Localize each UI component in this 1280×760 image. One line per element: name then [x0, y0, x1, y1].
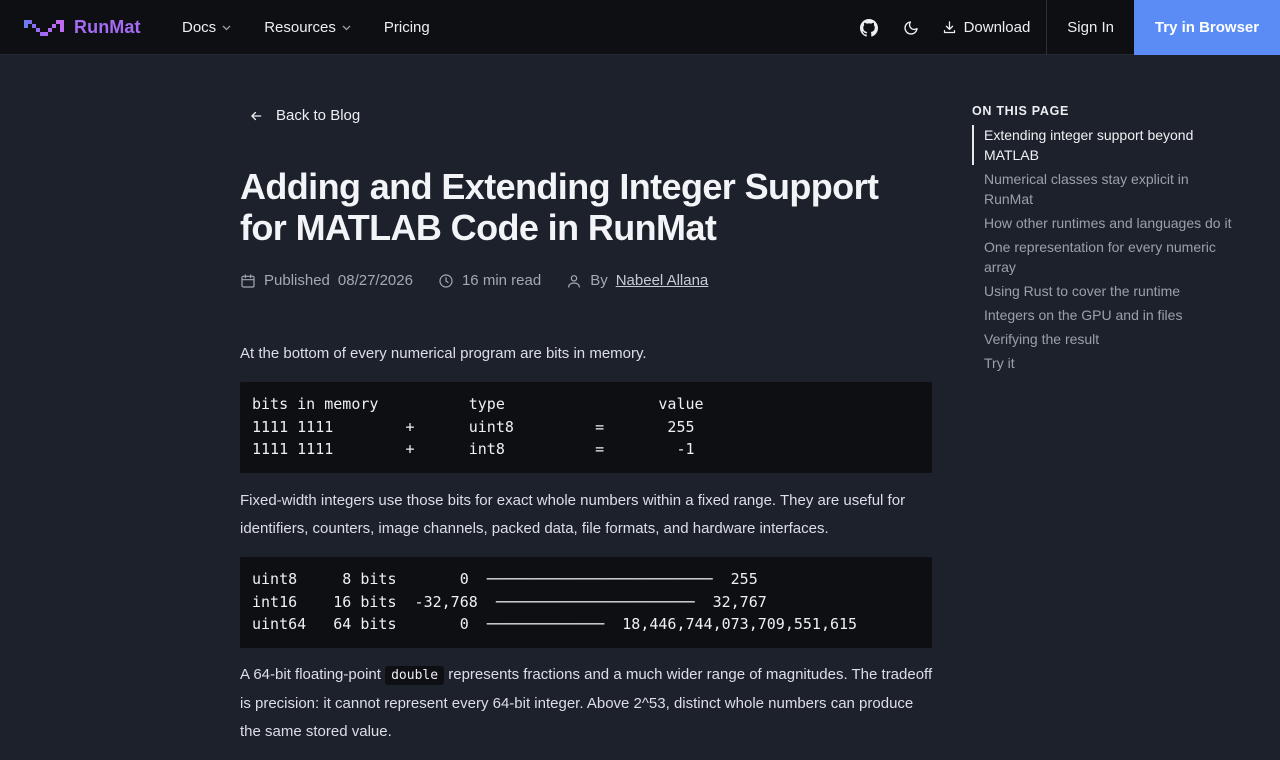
toc-item-integers-gpu-files[interactable]: Integers on the GPU and in files	[984, 307, 1183, 323]
article-title: Adding and Extending Integer Support for…	[240, 166, 879, 248]
double-paragraph-text-end: represents fractions and a much wider ra…	[240, 666, 933, 740]
author-link[interactable]: Nabeel Allana	[615, 272, 709, 289]
read-time: 16 min read	[461, 272, 542, 289]
double-paragraph-text-start: A 64-bit floating-point	[240, 666, 386, 683]
nav-pricing-label: Pricing	[383, 19, 430, 36]
header-actions: Download Sign In Try in Browser	[848, 0, 1280, 55]
double-paragraph: A 64-bit floating-point double represent…	[240, 661, 934, 746]
toc-item-other-runtimes[interactable]: How other runtimes and languages do it	[984, 215, 1232, 231]
download-button[interactable]: Download	[932, 0, 1047, 55]
github-icon	[859, 18, 878, 37]
github-button[interactable]	[848, 0, 890, 55]
chevron-down-icon	[222, 25, 231, 31]
runmat-logo-icon	[24, 18, 64, 38]
moon-icon	[903, 20, 919, 36]
back-to-blog-label: Back to Blog	[276, 107, 361, 124]
sign-in-button[interactable]: Sign In	[1046, 0, 1134, 55]
intro-paragraph: At the bottom of every numerical program…	[240, 345, 647, 362]
nav-resources-label: Resources	[264, 19, 336, 36]
main-nav: Docs Resources Pricing	[182, 0, 430, 55]
table-of-contents: ON THIS PAGE Extending integer support b…	[972, 104, 1236, 377]
published-label: Published	[264, 272, 330, 289]
toc-item-numerical-classes[interactable]: Numerical classes stay explicit in RunMa…	[984, 171, 1189, 207]
nav-docs-label: Docs	[182, 19, 217, 36]
inline-code-double: double	[385, 666, 445, 685]
article-meta: Published 08/27/2026 16 min read By Nabe…	[240, 272, 733, 289]
top-navigation-bar: RunMat Docs Resources Pricing	[0, 0, 1280, 55]
brand-name: RunMat	[74, 17, 141, 37]
toc-item-verifying-result[interactable]: Verifying the result	[984, 331, 1100, 347]
clock-icon	[438, 273, 454, 289]
brand-logo-link[interactable]: RunMat	[24, 0, 141, 55]
chevron-down-icon	[342, 25, 351, 31]
nav-docs[interactable]: Docs	[182, 19, 231, 36]
nav-pricing[interactable]: Pricing	[384, 19, 430, 36]
try-in-browser-button[interactable]: Try in Browser	[1134, 0, 1280, 55]
back-to-blog-link[interactable]: Back to Blog	[249, 107, 360, 124]
code-block-ranges: uint8 8 bits 0 ─────────────────────────…	[240, 557, 932, 648]
published-info: Published 08/27/2026	[240, 272, 413, 289]
user-icon	[566, 273, 582, 289]
toc-item-one-representation[interactable]: One representation for every numeric arr…	[984, 239, 1216, 275]
download-icon	[942, 20, 957, 35]
toc-item-try-it[interactable]: Try it	[984, 355, 1015, 371]
download-label: Download	[963, 19, 1031, 36]
author-info: By Nabeel Allana	[566, 272, 708, 289]
theme-toggle-button[interactable]	[890, 0, 932, 55]
toc-item-extending-integer-support[interactable]: Extending integer support beyond MATLAB	[972, 125, 1236, 165]
fixed-width-paragraph: Fixed-width integers use those bits for …	[240, 492, 906, 537]
arrow-left-icon	[249, 109, 263, 123]
published-date: 08/27/2026	[337, 272, 413, 289]
by-label: By	[590, 272, 608, 289]
calendar-icon	[240, 273, 256, 289]
code-block-bits: bits in memory type value 1111 1111 + ui…	[240, 382, 932, 473]
read-time-info: 16 min read	[438, 272, 541, 289]
nav-resources[interactable]: Resources	[264, 19, 351, 36]
toc-heading: ON THIS PAGE	[972, 104, 1070, 118]
toc-item-using-rust[interactable]: Using Rust to cover the runtime	[984, 283, 1181, 299]
